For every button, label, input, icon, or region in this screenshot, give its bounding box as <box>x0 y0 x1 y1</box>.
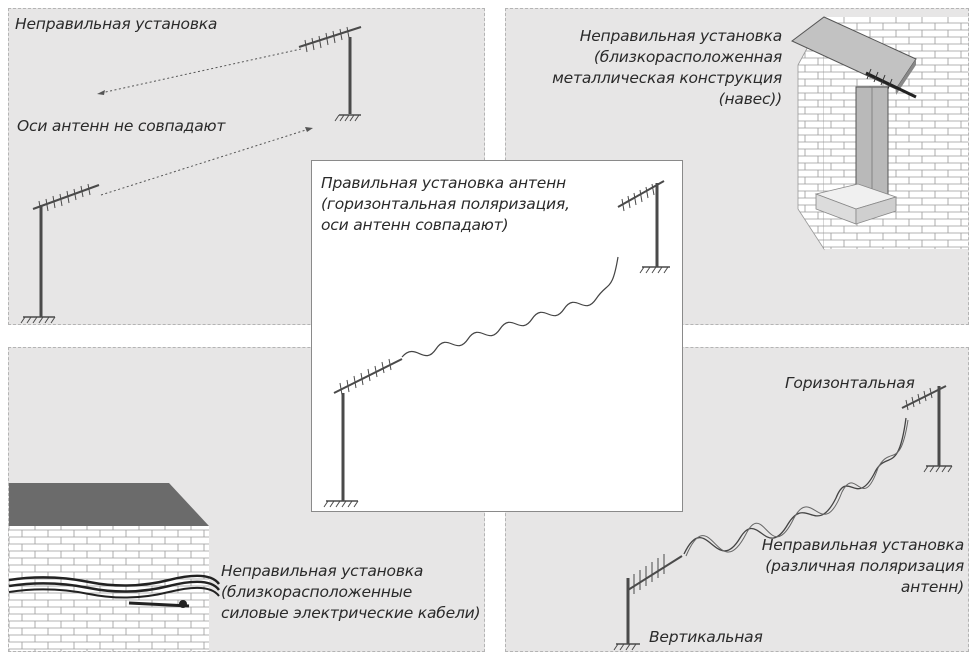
polarization-caption-line-2: (различная поляризация <box>765 557 964 575</box>
awning-caption: Неправильная установка (близкорасположен… <box>552 26 782 110</box>
cables-caption: Неправильная установка (близкорасположен… <box>221 561 481 624</box>
horizontal-label: Горизонтальная <box>785 374 915 392</box>
cables-caption-line-1: Неправильная установка <box>221 562 424 580</box>
horizontal-antenna <box>901 385 953 473</box>
antenna-upper-right <box>617 180 670 274</box>
misaligned-title: Неправильная установка <box>15 15 218 33</box>
awning-caption-line-3: металлическая конструкция <box>552 69 782 87</box>
antenna-left-mast <box>20 183 100 324</box>
awning-caption-line-4: (навес)) <box>718 90 783 108</box>
correct-caption: Правильная установка антенн (горизонталь… <box>321 173 570 236</box>
correct-caption-line-3: оси антенн совпадают) <box>321 216 509 234</box>
polarization-illustration <box>613 385 953 651</box>
awning-illustration <box>791 16 968 251</box>
arrow-head-right <box>305 127 313 132</box>
misaligned-axes-illustration <box>20 26 362 324</box>
polarization-caption-line-3: антенн) <box>900 578 964 596</box>
antenna-lower-left <box>323 358 403 508</box>
signal-wave <box>401 256 619 358</box>
axis-arrows <box>100 48 310 196</box>
correct-caption-line-2: (горизонтальная поляризация, <box>321 195 570 213</box>
arrow-head-left <box>97 90 105 95</box>
awning-caption-line-2: (близкорасположенная <box>593 48 782 66</box>
polarization-caption-line-1: Неправильная установка <box>761 536 964 554</box>
antenna-right-mast <box>298 26 362 122</box>
polarization-caption: Неправильная установка (различная поляри… <box>762 535 964 598</box>
awning-caption-line-1: Неправильная установка <box>579 27 782 45</box>
correct-installation-illustration <box>323 180 670 508</box>
vertical-label: Вертикальная <box>649 628 763 646</box>
vertical-antenna <box>613 554 683 651</box>
axis-mismatch-note: Оси антенн не совпадают <box>17 117 226 135</box>
power-cables-illustration <box>9 483 221 651</box>
panel-correct-installation: Правильная установка антенн (горизонталь… <box>311 160 683 512</box>
signal-wave <box>683 417 907 555</box>
correct-caption-line-1: Правильная установка антенн <box>321 174 566 192</box>
cables-caption-line-2: (близкорасположенные <box>221 583 413 601</box>
cables-caption-line-3: силовые электрические кабели) <box>221 604 481 622</box>
